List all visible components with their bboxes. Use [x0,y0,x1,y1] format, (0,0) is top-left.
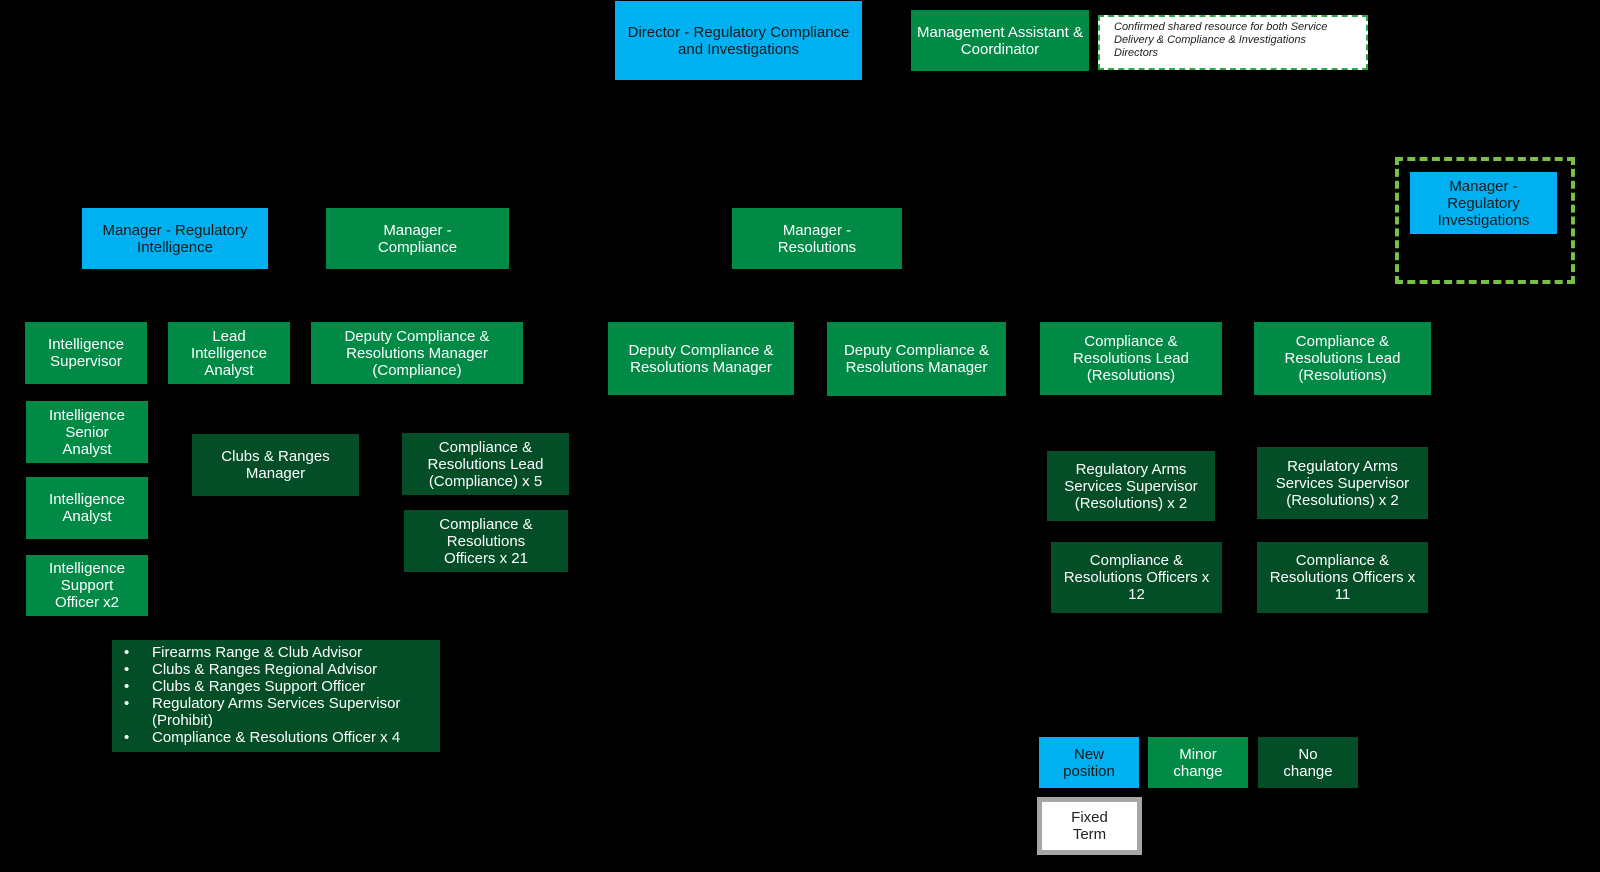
compliance-officers-label: Compliance & Resolutions Officers x 21 [439,515,533,567]
legend-new-position: New position [1039,737,1139,788]
intelligence-analyst-box: Intelligence Analyst [26,477,148,539]
resolutions-lead-box-2: Compliance & Resolutions Lead (Resolutio… [1254,322,1431,395]
list-item: Clubs & Ranges Regional Advisor [124,661,434,678]
deputy-resolutions-manager-box-2: Deputy Compliance & Resolutions Manager [827,322,1006,396]
legend-fixed-term-label: Fixed Term [1071,809,1108,843]
legend-no-change-label: No change [1283,745,1333,780]
clubs-ranges-roles-list: Firearms Range & Club Advisor Clubs & Ra… [112,640,440,752]
manager-intelligence-label: Manager - Regulatory Intelligence [102,221,248,256]
shared-resource-note-text: Confirmed shared resource for both Servi… [1114,21,1328,59]
director-box: Director - Regulatory Compliance and Inv… [615,1,862,80]
intelligence-support-officer-label: Intelligence Support Officer x2 [49,560,125,611]
manager-resolutions-label: Manager - Resolutions [777,221,857,256]
management-assistant-box: Management Assistant & Coordinator [911,10,1089,71]
clubs-ranges-manager-label: Clubs & Ranges Manager [221,448,330,482]
list-item: Regulatory Arms Services Supervisor (Pro… [124,695,434,729]
arms-supervisor-label-1: Regulatory Arms Services Supervisor (Res… [1064,460,1198,512]
resolutions-officers-box-2: Compliance & Resolutions Officers x 11 [1257,542,1428,613]
lead-intelligence-analyst-label: Lead Intelligence Analyst [191,327,267,379]
legend-fixed-term: Fixed Term [1037,797,1142,855]
manager-compliance-box: Manager - Compliance [326,208,509,269]
intelligence-supervisor-box: Intelligence Supervisor [25,322,147,384]
legend-new-position-label: New position [1063,745,1115,780]
list-item: Clubs & Ranges Support Officer [124,678,434,695]
manager-investigations-label: Manager - Regulatory Investigations [1437,177,1530,229]
deputy-resolutions-manager-label-2: Deputy Compliance & Resolutions Manager [843,342,990,376]
manager-intelligence-box: Manager - Regulatory Intelligence [82,208,268,269]
shared-resource-note: Confirmed shared resource for both Servi… [1098,15,1368,70]
investigations-dashed-frame [1395,157,1575,284]
lead-intelligence-analyst-box: Lead Intelligence Analyst [168,322,290,384]
legend-minor-change-label: Minor change [1173,745,1223,780]
arms-supervisor-label-2: Regulatory Arms Services Supervisor (Res… [1275,457,1410,509]
arms-supervisor-box-1: Regulatory Arms Services Supervisor (Res… [1047,451,1215,521]
deputy-compliance-manager-box: Deputy Compliance & Resolutions Manager … [311,322,523,384]
compliance-officers-box: Compliance & Resolutions Officers x 21 [404,510,568,572]
compliance-lead-box: Compliance & Resolutions Lead (Complianc… [402,433,569,495]
intelligence-senior-analyst-label: Intelligence Senior Analyst [49,406,125,458]
manager-investigations-box: Manager - Regulatory Investigations [1410,172,1557,234]
intelligence-supervisor-label: Intelligence Supervisor [48,336,124,370]
deputy-compliance-manager-label: Deputy Compliance & Resolutions Manager … [344,327,490,379]
resolutions-officers-label-1: Compliance & Resolutions Officers x 12 [1063,552,1210,603]
legend-no-change: No change [1258,737,1358,788]
director-label: Director - Regulatory Compliance and Inv… [627,23,850,58]
intelligence-senior-analyst-box: Intelligence Senior Analyst [26,401,148,463]
resolutions-officers-label-2: Compliance & Resolutions Officers x 11 [1269,552,1416,603]
intelligence-support-officer-box: Intelligence Support Officer x2 [26,555,148,616]
resolutions-officers-box-1: Compliance & Resolutions Officers x 12 [1051,542,1222,613]
arms-supervisor-box-2: Regulatory Arms Services Supervisor (Res… [1257,447,1428,519]
list-item: Compliance & Resolutions Officer x 4 [124,729,434,746]
manager-compliance-label: Manager - Compliance [377,221,458,256]
resolutions-lead-label-2: Compliance & Resolutions Lead (Resolutio… [1284,333,1401,384]
legend-minor-change: Minor change [1148,737,1248,788]
deputy-resolutions-manager-label-1: Deputy Compliance & Resolutions Manager [628,341,774,376]
resolutions-lead-box-1: Compliance & Resolutions Lead (Resolutio… [1040,322,1222,395]
manager-resolutions-box: Manager - Resolutions [732,208,902,269]
clubs-ranges-manager-box: Clubs & Ranges Manager [192,434,359,496]
compliance-lead-label: Compliance & Resolutions Lead (Complianc… [427,438,544,490]
list-item: Firearms Range & Club Advisor [124,644,434,661]
resolutions-lead-label-1: Compliance & Resolutions Lead (Resolutio… [1073,333,1189,384]
intelligence-analyst-label: Intelligence Analyst [49,491,125,525]
management-assistant-label: Management Assistant & Coordinator [917,23,1083,58]
deputy-resolutions-manager-box-1: Deputy Compliance & Resolutions Manager [608,322,794,395]
